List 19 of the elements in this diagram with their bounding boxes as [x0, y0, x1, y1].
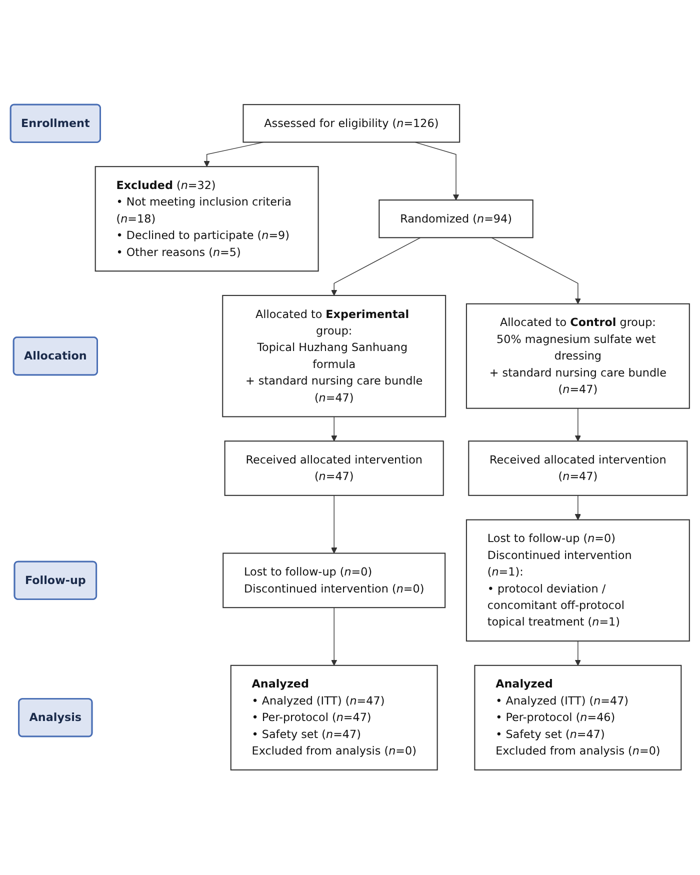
node-box: Analyzed • Analyzed (ITT) (n=47) • Per-protocol (n=46) • Safety set (n=47) Excluded from analysis (n=0) [474, 665, 682, 771]
arrow [331, 238, 421, 296]
arrow [574, 640, 581, 666]
node-box: Randomized (n=94) [378, 200, 534, 238]
arrow [491, 238, 581, 304]
arrow [331, 416, 338, 442]
arrow [331, 607, 338, 666]
node-box: Received allocated intervention (n=47) [224, 440, 444, 496]
node-box: Lost to follow-up (n=0) Discontinued intervention (n=1): • protocol deviation / concomitant off-protocol topical treatment (n=1) [466, 520, 690, 642]
node-box: Analyzed • Analyzed (ITT) (n=47) • Per-protocol (n=47) • Safety set (n=47) Excluded from analysis (n=0) [230, 665, 438, 771]
node-box: Lost to follow-up (n=0) Discontinued intervention (n=0) [222, 552, 446, 608]
node-box: Excluded (n=32) • Not meeting inclusion criteria (n=18) • Declined to participate (n=9) • Other reasons (n=5) [94, 166, 319, 272]
node-box: Allocated to Experimental group: Topical Huzhang Sanhuang formula + standard nursing care bundle (n=47) [222, 295, 446, 418]
arrow [331, 495, 338, 554]
node-box: Received allocated intervention (n=47) [468, 440, 688, 496]
arrow [574, 408, 581, 442]
arrow [574, 495, 581, 520]
node-box: Allocated to Control group: 50% magnesium sulfate wet dressing + standard nursing care bundle (n=47) [466, 304, 690, 410]
node-box: Assessed for eligibility (n=126) [242, 104, 460, 143]
